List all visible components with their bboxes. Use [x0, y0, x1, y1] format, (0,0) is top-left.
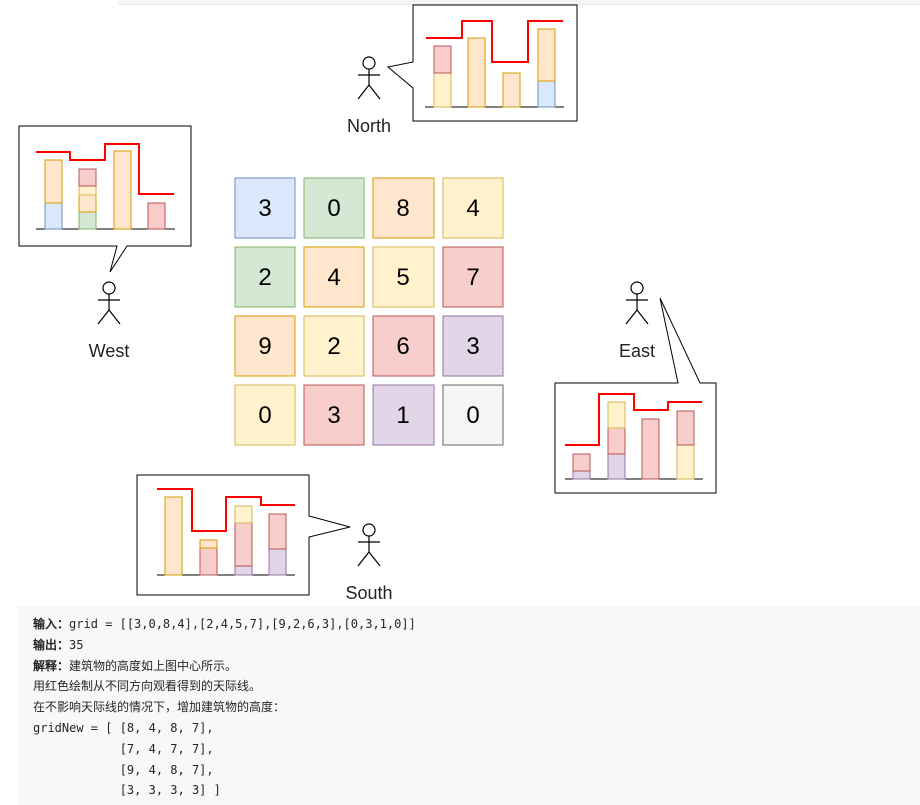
west-label: West [89, 341, 130, 361]
cell-value: 5 [396, 264, 409, 291]
building-segment [44, 159, 63, 204]
cell-value: 3 [258, 195, 271, 222]
cell-value: 2 [258, 264, 271, 291]
south-callout [136, 474, 351, 596]
cell-value: 4 [466, 195, 479, 222]
cell-value: 6 [396, 333, 409, 360]
south-label: South [345, 583, 392, 603]
building-segment [433, 72, 452, 108]
cell-value: 2 [327, 333, 340, 360]
input-value: grid = [[3,0,8,4],[2,4,5,7],[9,2,6,3],[0… [69, 617, 416, 631]
east-observer-icon [625, 281, 649, 325]
building-segment [641, 418, 660, 480]
skyline-line [565, 393, 702, 446]
building-grid: 3 0 8 4 2 4 5 7 9 2 6 3 0 3 1 0 [234, 177, 504, 446]
skyline-line [426, 20, 563, 63]
grid-cell: 5 [372, 246, 435, 308]
building-segment [268, 513, 287, 550]
building-segment [572, 453, 591, 472]
building-segment [607, 427, 626, 455]
building-segment [572, 470, 591, 480]
cell-value: 3 [466, 333, 479, 360]
grid-new-line: [9, 4, 8, 7], [33, 762, 214, 777]
cell-value: 4 [327, 264, 340, 291]
cell-value: 0 [258, 402, 271, 429]
cell-value: 0 [466, 402, 479, 429]
north-callout [386, 4, 578, 122]
building-segment [607, 453, 626, 480]
grid-new-line: [3, 3, 3, 3] ] [33, 783, 221, 798]
explain-value: 建筑物的高度如上图中心所示。 [69, 658, 238, 673]
output-line: 输出：35 [33, 635, 920, 656]
north-observer-icon [357, 56, 381, 100]
building-segment [44, 202, 63, 230]
building-segment [199, 539, 218, 549]
cell-value: 8 [396, 195, 409, 222]
grid-cell: 1 [372, 384, 435, 446]
cell-value: 7 [466, 264, 479, 291]
building-segment [234, 505, 253, 524]
building-segment [78, 168, 97, 187]
grid-cell: 2 [234, 246, 296, 308]
grid-cell: 0 [303, 177, 365, 239]
grid-cell: 3 [442, 315, 504, 377]
building-segment [433, 45, 452, 74]
building-segment [164, 496, 183, 576]
explain-detail-line: 用红色绘制从不同方向观看得到的天际线。 [33, 679, 262, 694]
cell-value: 9 [258, 333, 271, 360]
grid-cell: 0 [234, 384, 296, 446]
explain-label: 解释： [33, 658, 70, 673]
grid-cell: 4 [303, 246, 365, 308]
building-segment [607, 401, 626, 429]
building-segment [199, 547, 218, 576]
grid-cell: 6 [372, 315, 435, 377]
cell-value: 3 [327, 402, 340, 429]
skyline-line [36, 143, 174, 195]
input-label: 输入： [33, 617, 70, 631]
output-value: 35 [69, 637, 84, 652]
grid-cell: 8 [372, 177, 435, 239]
cell-value: 1 [396, 402, 409, 429]
south-observer-icon [357, 523, 381, 567]
grid-cell: 7 [442, 246, 504, 308]
grid-cell: 4 [442, 177, 504, 239]
building-segment [234, 522, 253, 567]
building-segment [676, 410, 695, 446]
grid-cell: 2 [303, 315, 365, 377]
building-segment [78, 185, 97, 196]
skyline-diagram: 3 0 8 4 2 4 5 7 9 2 6 3 0 3 1 0 North [18, 4, 717, 603]
output-label: 输出： [33, 637, 70, 652]
east-label: East [619, 341, 655, 361]
example-code-block: 输入：grid = [[3,0,8,4],[2,4,5,7],[9,2,6,3]… [18, 606, 920, 805]
building-segment [78, 194, 97, 213]
building-segment [234, 565, 253, 576]
building-segment [268, 548, 287, 576]
building-segment [467, 37, 486, 108]
building-segment [147, 202, 166, 230]
north-label: North [347, 116, 391, 136]
west-callout [18, 125, 192, 273]
grid-cell: 3 [303, 384, 365, 446]
building-segment [502, 72, 521, 108]
cell-value: 0 [327, 195, 340, 222]
building-segment [78, 211, 97, 230]
building-segment [537, 80, 556, 108]
grid-cell: 3 [234, 177, 296, 239]
input-line: 输入：grid = [[3,0,8,4],[2,4,5,7],[9,2,6,3]… [33, 614, 920, 635]
building-segment [537, 28, 556, 82]
east-callout [554, 297, 717, 494]
skyline-line [157, 488, 295, 532]
grid-new-line: gridNew = [ [8, 4, 8, 7], [33, 720, 214, 735]
west-observer-icon [97, 281, 121, 325]
building-segment [113, 150, 132, 230]
grid-cell: 9 [234, 315, 296, 377]
grid-new-line: [7, 4, 7, 7], [33, 741, 214, 756]
grid-cell: 0 [442, 384, 504, 446]
explain-detail-line: 在不影响天际线的情况下，增加建筑物的高度： [33, 700, 286, 715]
explain-line: 解释：建筑物的高度如上图中心所示。 [33, 656, 920, 677]
building-segment [676, 444, 695, 480]
